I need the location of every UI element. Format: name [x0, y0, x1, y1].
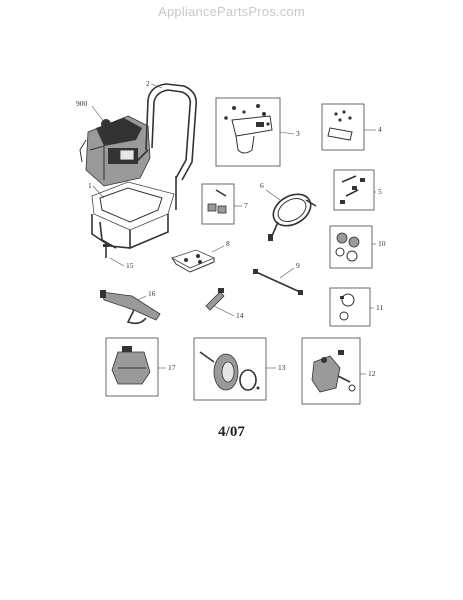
part-10-seal-kit[interactable]: [329, 225, 373, 269]
leader-16: [137, 295, 147, 301]
watermark-text: AppliancePartsPros.com: [158, 4, 305, 19]
part-14-nozzle[interactable]: [205, 288, 225, 311]
part-2-handle[interactable]: [135, 83, 198, 181]
leader-9: [279, 267, 295, 279]
callout-2: 2: [146, 79, 150, 88]
callout-15: 15: [126, 261, 134, 270]
callout-16: 16: [148, 289, 156, 298]
callout-11: 11: [376, 303, 383, 312]
part-17-tank[interactable]: [105, 337, 159, 397]
leader-15: [109, 257, 125, 267]
callout-6: 6: [260, 181, 264, 190]
part-7-fasteners[interactable]: [201, 183, 235, 225]
callout-5: 5: [378, 187, 382, 196]
part-6-hose[interactable]: [268, 188, 317, 241]
callout-7: 7: [244, 201, 248, 210]
part-3-bracket-kit[interactable]: [215, 97, 281, 167]
callout-12: 12: [368, 369, 376, 378]
callout-9: 9: [296, 261, 300, 270]
date-code: 4/07: [218, 424, 245, 440]
callout-1: 1: [88, 181, 92, 190]
callout-10: 10: [378, 239, 386, 248]
leader-8: [211, 245, 225, 253]
part-4-nozzle-kit[interactable]: [321, 103, 365, 151]
leader-900: [91, 105, 105, 123]
part-15-bolt[interactable]: [103, 244, 109, 258]
part-9-wand[interactable]: [253, 269, 303, 295]
callout-13: 13: [278, 363, 286, 372]
part-13-wheel-kit[interactable]: [193, 337, 267, 401]
part-5-hardware[interactable]: [333, 169, 375, 211]
part-1-frame[interactable]: [91, 176, 177, 250]
leader-6: [265, 189, 281, 201]
callout-14: 14: [236, 311, 244, 320]
leader-1: [92, 185, 105, 199]
callout-900: 900: [76, 99, 88, 108]
leader-2: [150, 83, 163, 89]
part-900-engine[interactable]: [79, 115, 151, 187]
callout-8: 8: [226, 239, 230, 248]
part-8-plate[interactable]: [171, 249, 216, 273]
callout-17: 17: [168, 363, 176, 372]
callout-3: 3: [296, 129, 300, 138]
part-12-pump[interactable]: [301, 337, 361, 405]
leader-14: [213, 305, 235, 317]
part-16-gun[interactable]: [100, 290, 161, 325]
part-11-orings[interactable]: [329, 287, 371, 327]
leader-3: [279, 131, 295, 135]
callout-4: 4: [378, 125, 382, 134]
